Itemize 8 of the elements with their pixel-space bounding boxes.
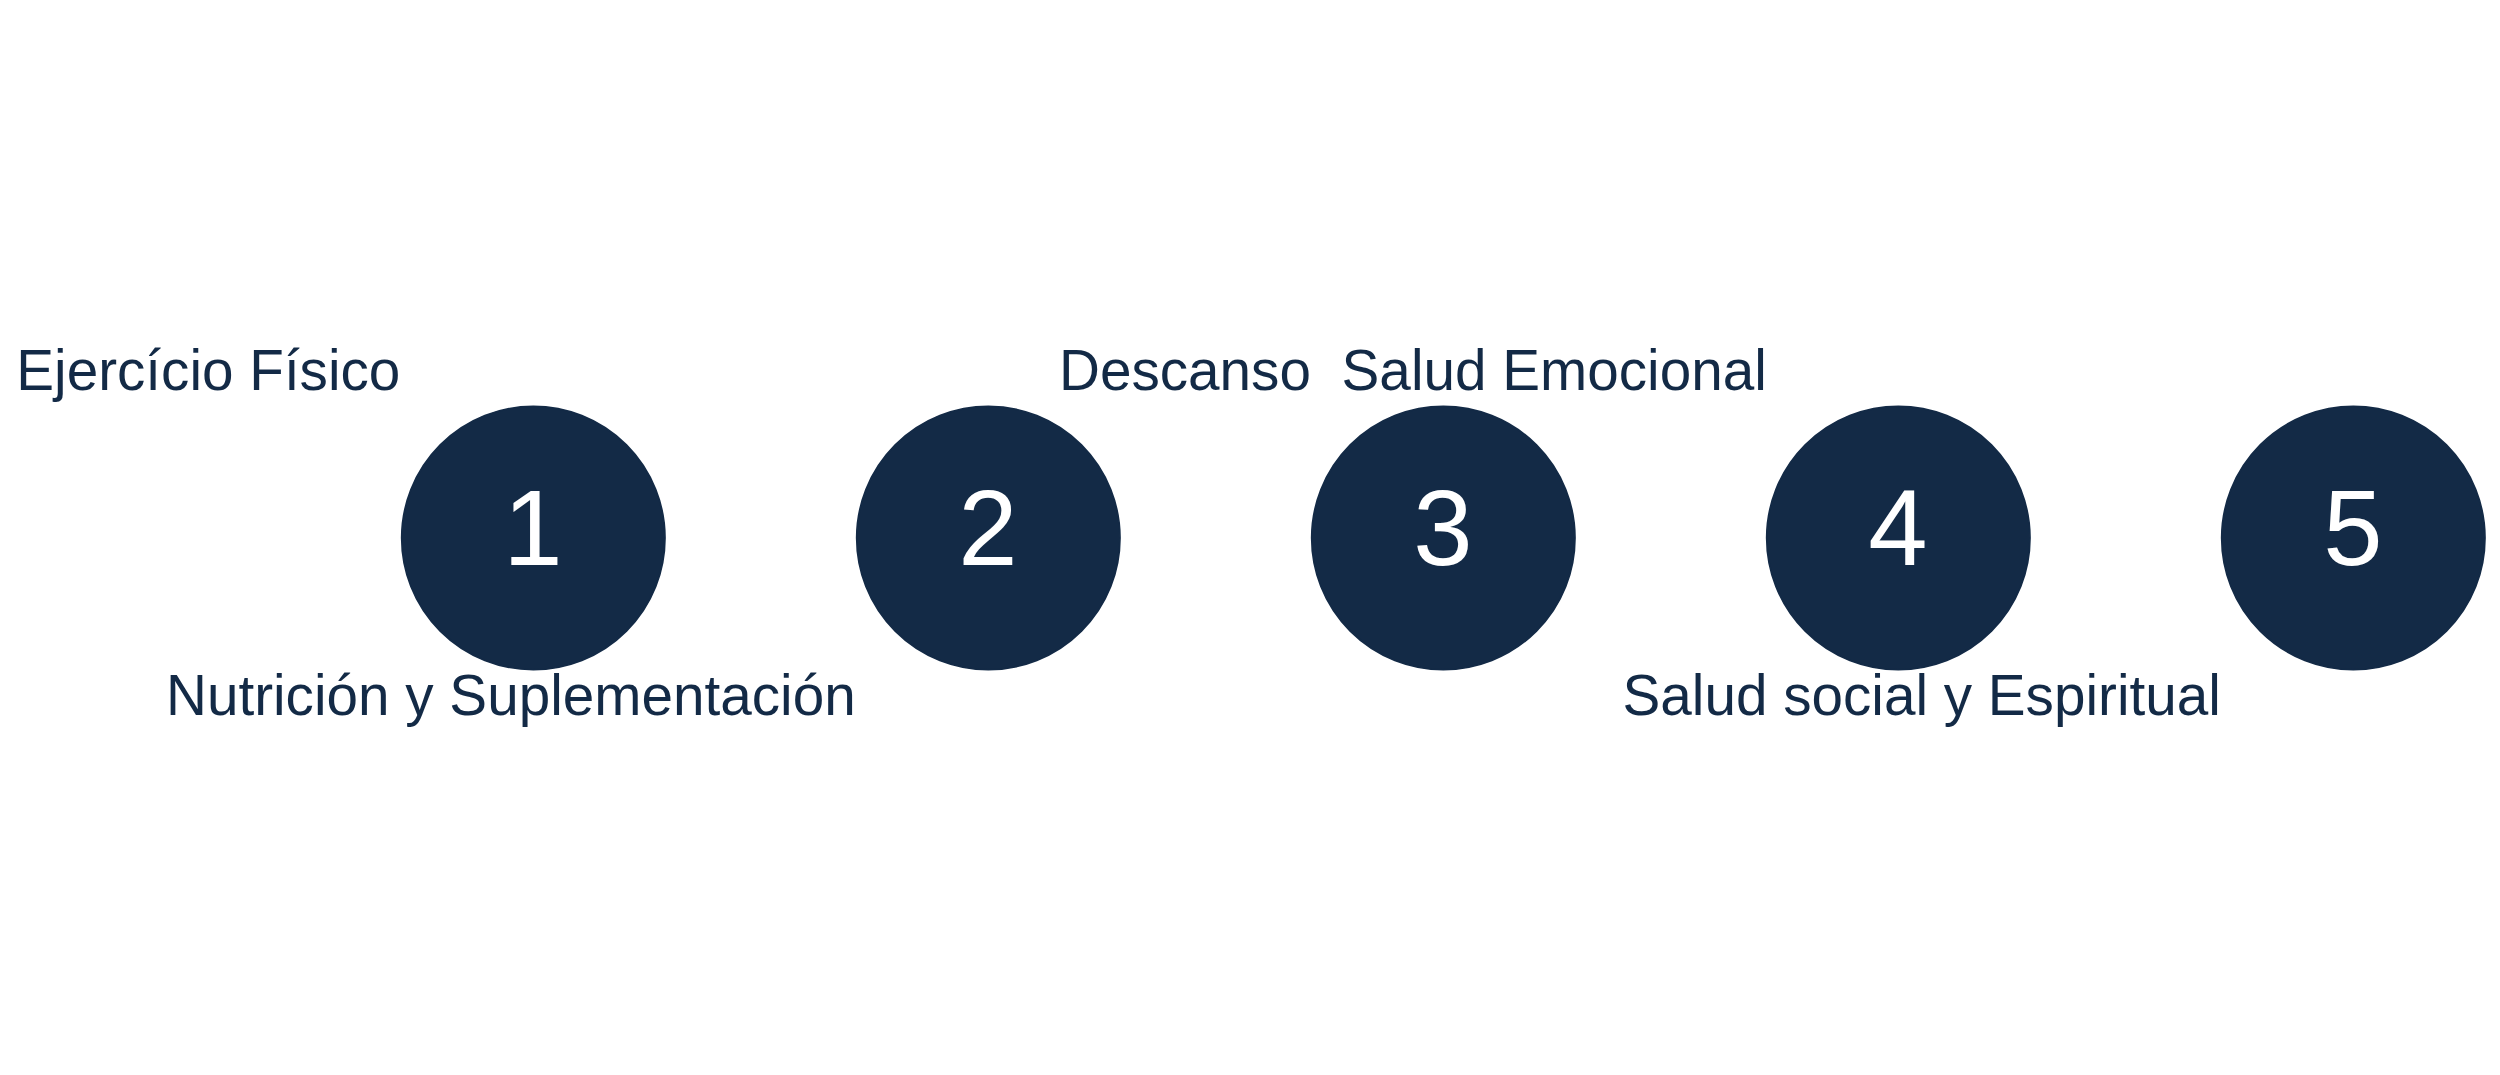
node-label: Salud Emocional [1341,338,1767,402]
node-label: Ejercício Físico [16,338,401,402]
node-circle: 5 [2220,405,2486,670]
node-circle: 1 [400,405,666,670]
node-circle: 4 [1765,405,2031,670]
node-circle: 2 [855,405,1121,670]
node-label: Descanso [1059,338,1311,402]
node-circle: 3 [1310,405,1576,670]
